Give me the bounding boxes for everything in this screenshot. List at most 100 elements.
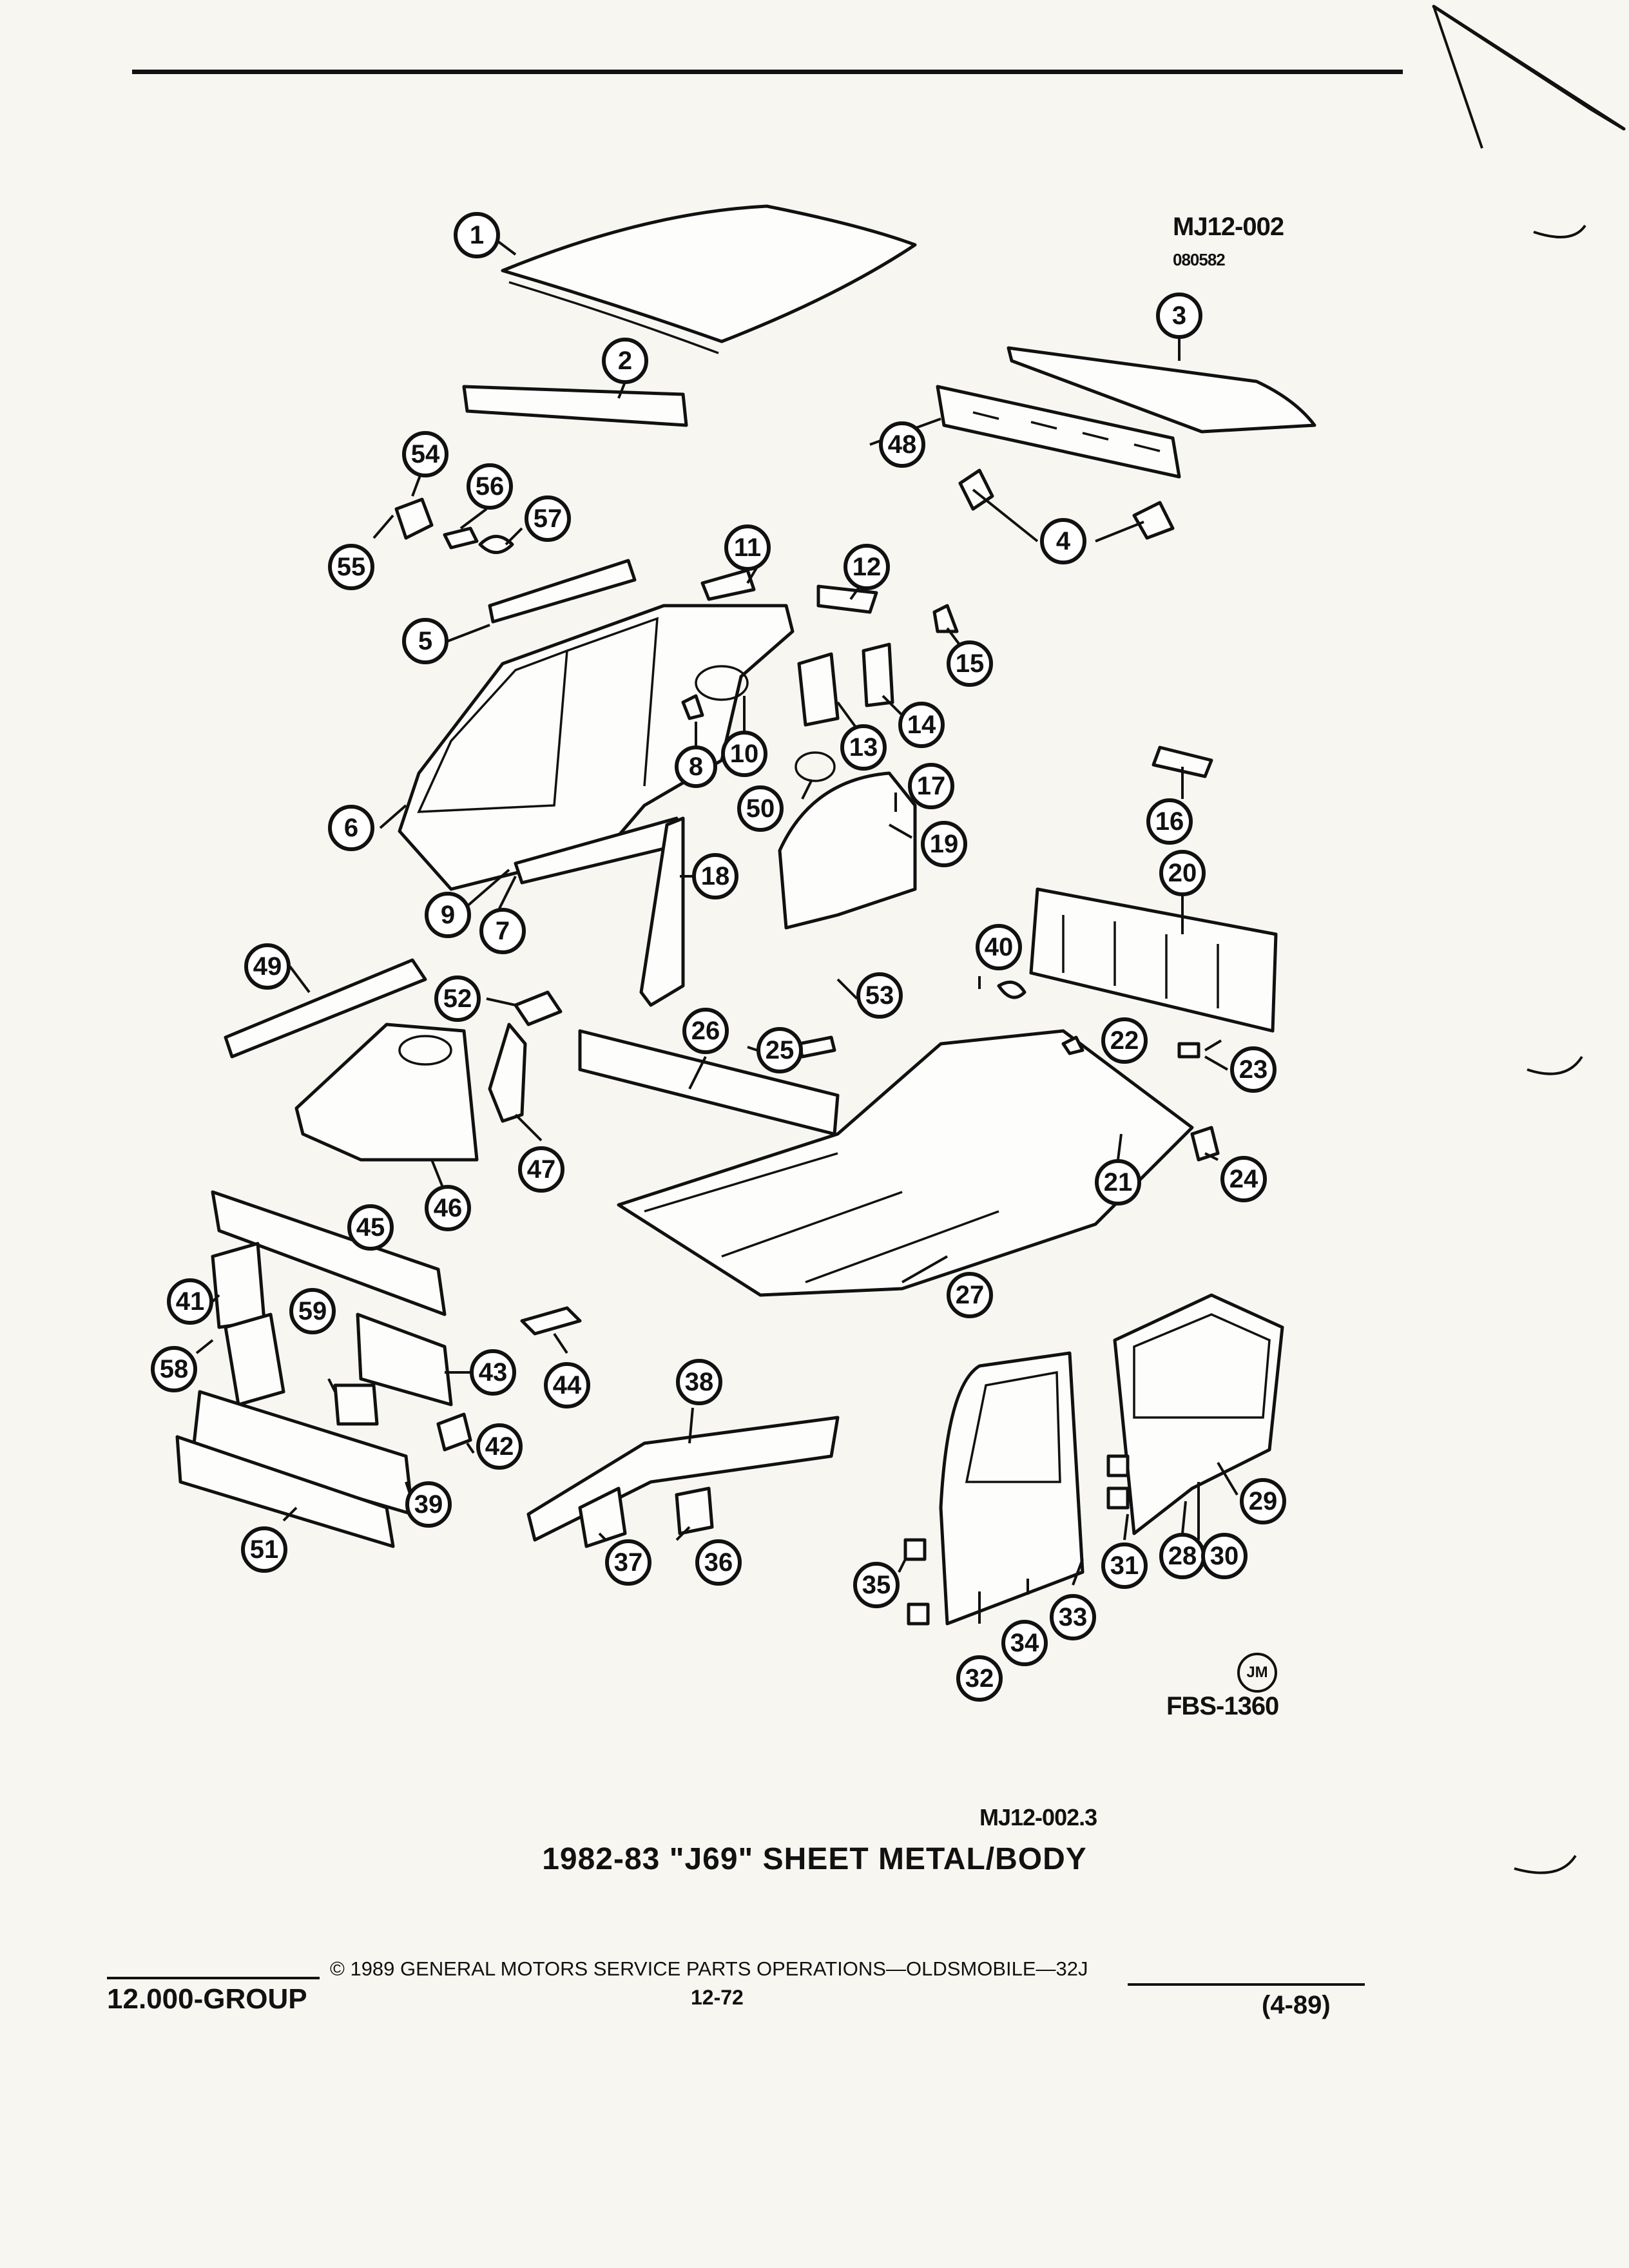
callout-label: 13 [849,733,878,762]
callout-label: 54 [411,440,440,468]
part-rear-bracket-top [1152,745,1213,778]
callout-label: 33 [1059,1603,1088,1631]
part-roof-rail [488,559,637,624]
callout-43: 43 [470,1349,516,1396]
callout-label: 44 [553,1371,582,1399]
callout-44: 44 [544,1362,590,1408]
revision-date: (4-89) [1262,1991,1331,2019]
callout-38: 38 [676,1359,722,1405]
callout-label: 18 [701,862,730,890]
part-center-pillar [639,816,685,1007]
callout-42: 42 [476,1423,523,1470]
callout-59: 59 [289,1288,336,1334]
illustration-code: FBS-1360 [1166,1692,1279,1720]
footer-rule-right [1128,1983,1365,1986]
callout-35: 35 [853,1562,900,1608]
callout-21: 21 [1095,1159,1141,1206]
callout-label: 52 [443,985,472,1013]
callout-label: 17 [917,772,946,800]
callout-label: 29 [1249,1487,1278,1515]
callout-20: 20 [1159,850,1206,896]
figure-code: MJ12-002 [1173,213,1284,241]
callout-label: 38 [685,1368,714,1396]
callout-29: 29 [1240,1478,1286,1524]
callout-label: 47 [527,1155,556,1184]
callout-label: 59 [298,1297,327,1325]
callout-label: 39 [414,1490,443,1519]
jm-badge: JM [1237,1653,1277,1693]
part-rear-door [1113,1293,1284,1535]
callout-33: 33 [1050,1594,1096,1640]
callout-55: 55 [328,544,374,590]
callout-27: 27 [947,1272,993,1318]
callout-label: 6 [344,814,358,842]
callout-label: 43 [479,1358,508,1387]
part-small-brackets-left [394,497,514,554]
part-roof-bow [462,385,688,427]
callout-label: 48 [888,430,917,459]
callout-5: 5 [402,618,448,664]
part-front-wheelhouse [294,1023,479,1162]
callout-label: 46 [434,1194,463,1222]
callout-label: 51 [250,1535,279,1564]
callout-50: 50 [737,785,784,832]
callout-16: 16 [1146,798,1193,845]
callout-label: 2 [618,347,632,375]
callout-58: 58 [151,1346,197,1392]
part-lower-apron [175,1435,395,1548]
callout-2: 2 [602,338,648,384]
callout-53: 53 [856,972,903,1019]
callout-10: 10 [721,731,767,777]
callout-52: 52 [434,975,481,1022]
callout-23: 23 [1230,1046,1277,1093]
callout-22: 22 [1101,1017,1148,1064]
callout-label: 20 [1168,859,1197,887]
callout-57: 57 [525,495,571,542]
callout-label: 5 [418,627,432,655]
callout-label: 12 [853,553,882,581]
callout-label: 42 [485,1432,514,1461]
part-front-door [939,1351,1084,1626]
callout-label: 3 [1172,302,1186,330]
part-front-rail [224,958,427,1059]
callout-label: 57 [534,505,563,533]
part-floor-pan [617,1029,1194,1297]
copyright-notice: © 1989 GENERAL MOTORS SERVICE PARTS OPER… [330,1957,1088,1980]
callout-label: 32 [965,1664,994,1693]
part-rear-shelf [936,385,1181,479]
callout-51: 51 [241,1526,287,1573]
part-quarter-brackets [681,568,959,727]
callout-label: 30 [1210,1542,1239,1570]
part-roof-panel [501,204,917,354]
callout-label: 11 [734,533,761,562]
callout-47: 47 [518,1146,564,1193]
part-side-rail [526,1416,840,1548]
page-number: 12-72 [691,1986,744,2009]
callout-label: 7 [496,917,510,945]
callout-26: 26 [682,1008,729,1054]
callout-45: 45 [347,1204,394,1251]
callout-6: 6 [328,805,374,851]
callout-37: 37 [605,1539,651,1586]
callout-28: 28 [1159,1533,1206,1579]
callout-label: 45 [356,1213,385,1242]
callout-39: 39 [405,1481,452,1528]
part-hinge-pillar [488,1023,527,1123]
callout-label: 50 [746,794,775,823]
callout-18: 18 [692,853,738,899]
callout-label: 21 [1104,1168,1133,1196]
callout-30: 30 [1201,1533,1248,1579]
callout-label: 40 [985,933,1014,961]
callout-label: 27 [956,1281,985,1309]
callout-label: 25 [766,1036,795,1064]
part-door-clips [903,1454,1130,1626]
callout-34: 34 [1001,1620,1048,1666]
callout-label: 35 [862,1571,891,1599]
callout-label: 37 [614,1548,643,1577]
part-rear-panel [1029,887,1278,1033]
callout-3: 3 [1156,293,1202,339]
callout-31: 31 [1101,1542,1148,1589]
part-cowl-bracket [514,990,563,1026]
callout-label: 24 [1229,1165,1258,1193]
